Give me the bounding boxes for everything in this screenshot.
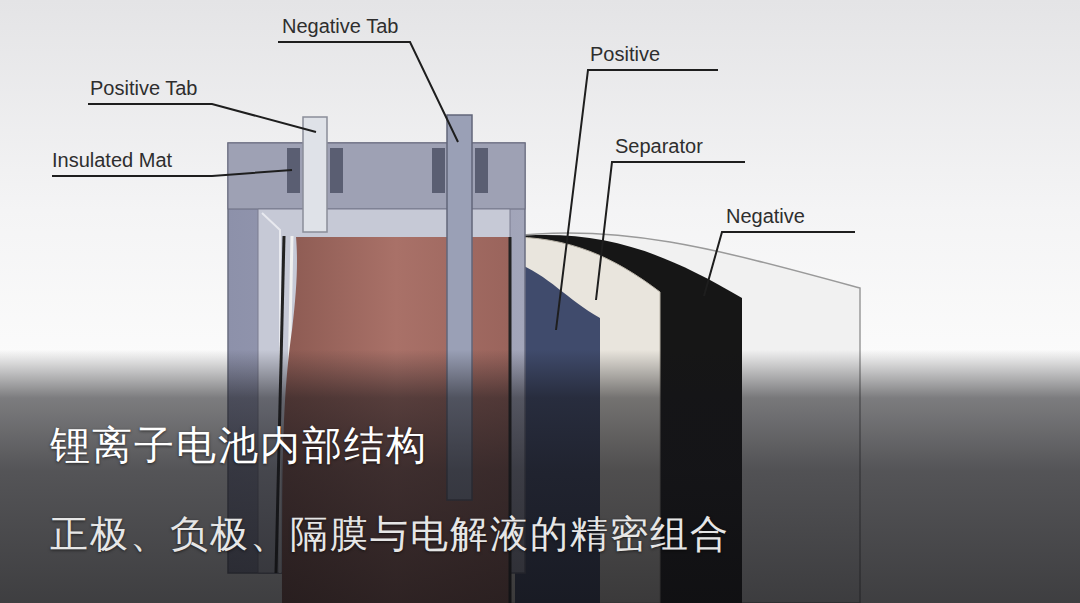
part-label: Separator bbox=[615, 134, 703, 158]
title: 锂离子电池内部结构 bbox=[50, 420, 428, 470]
part-label: Insulated Mat bbox=[52, 148, 172, 172]
part-label: Negative bbox=[726, 204, 805, 228]
part-label: Negative Tab bbox=[282, 14, 398, 38]
caption: 正极、负极、隔膜与电解液的精密组合 bbox=[50, 510, 730, 558]
part-label: Positive Tab bbox=[90, 76, 197, 100]
part-label: Positive bbox=[590, 42, 660, 66]
